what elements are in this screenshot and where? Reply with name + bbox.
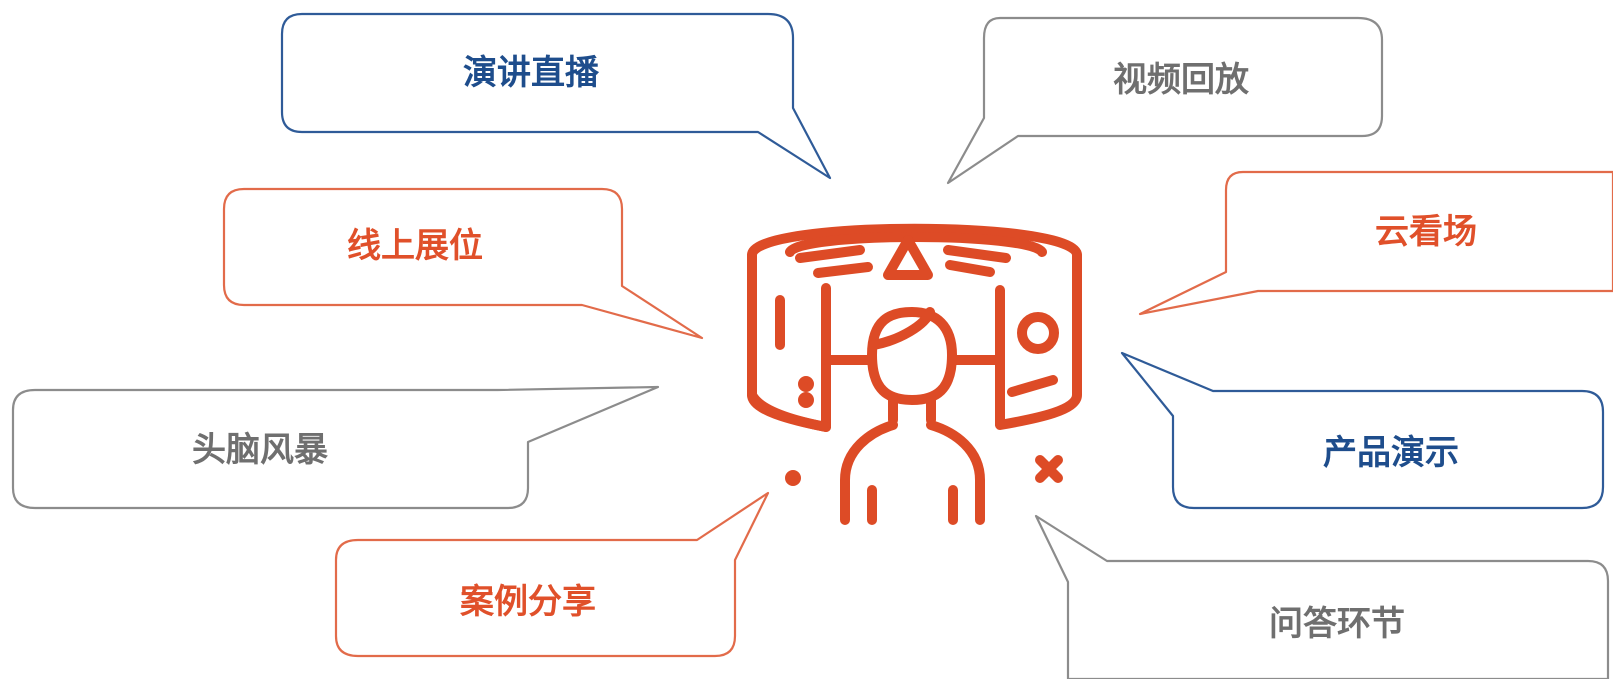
rim-dash-left-2 (813, 262, 873, 278)
dot-bottom-left (785, 470, 801, 486)
cross-shape (1035, 455, 1063, 483)
dot-left-wall-2 (798, 392, 814, 408)
bubble-label-cloud-viewing: 云看场 (1375, 212, 1477, 252)
bubble-outline-brainstorm (11, 385, 660, 510)
triangle-shape (883, 235, 933, 280)
bubble-outline-qa-session (1034, 514, 1610, 679)
circle-shape (1017, 312, 1059, 354)
person-neck (888, 393, 936, 425)
cylinder-inner-rim (785, 232, 1047, 257)
bubble-label-qa-session: 问答环节 (1269, 604, 1405, 644)
cylinder-bottom-left (747, 390, 831, 432)
bubble-label-video-replay: 视频回放 (1113, 60, 1249, 100)
cylinder-top-rim (747, 223, 1082, 260)
bubble-outline-video-replay (946, 16, 1384, 185)
bubble-label-live-speech: 演讲直播 (463, 53, 600, 93)
bubble-label-online-booth: 线上展位 (347, 226, 483, 266)
person-body (840, 420, 985, 525)
bubble-outline-product-demo (1120, 351, 1605, 510)
rim-dash-right-1 (943, 245, 1011, 263)
dot-left-wall-1 (798, 376, 814, 392)
bubble-outline-case-sharing (334, 491, 770, 658)
bubble-label-product-demo: 产品演示 (1323, 433, 1459, 473)
person-vr-panorama-icon (747, 223, 1082, 525)
cylinder-right-wall (995, 250, 1082, 430)
bubble-label-case-sharing: 案例分享 (460, 582, 596, 622)
bubble-outline-cloud-viewing (1138, 170, 1613, 316)
rim-dash-right-2 (945, 260, 995, 277)
bubble-label-brainstorm: 头脑风暴 (192, 430, 328, 470)
bubble-outline-online-booth (222, 187, 704, 340)
bubble-outline-live-speech (280, 12, 832, 180)
right-wall-line (1007, 375, 1058, 397)
hair-line (869, 307, 935, 350)
rim-dash-left-1 (795, 245, 865, 263)
